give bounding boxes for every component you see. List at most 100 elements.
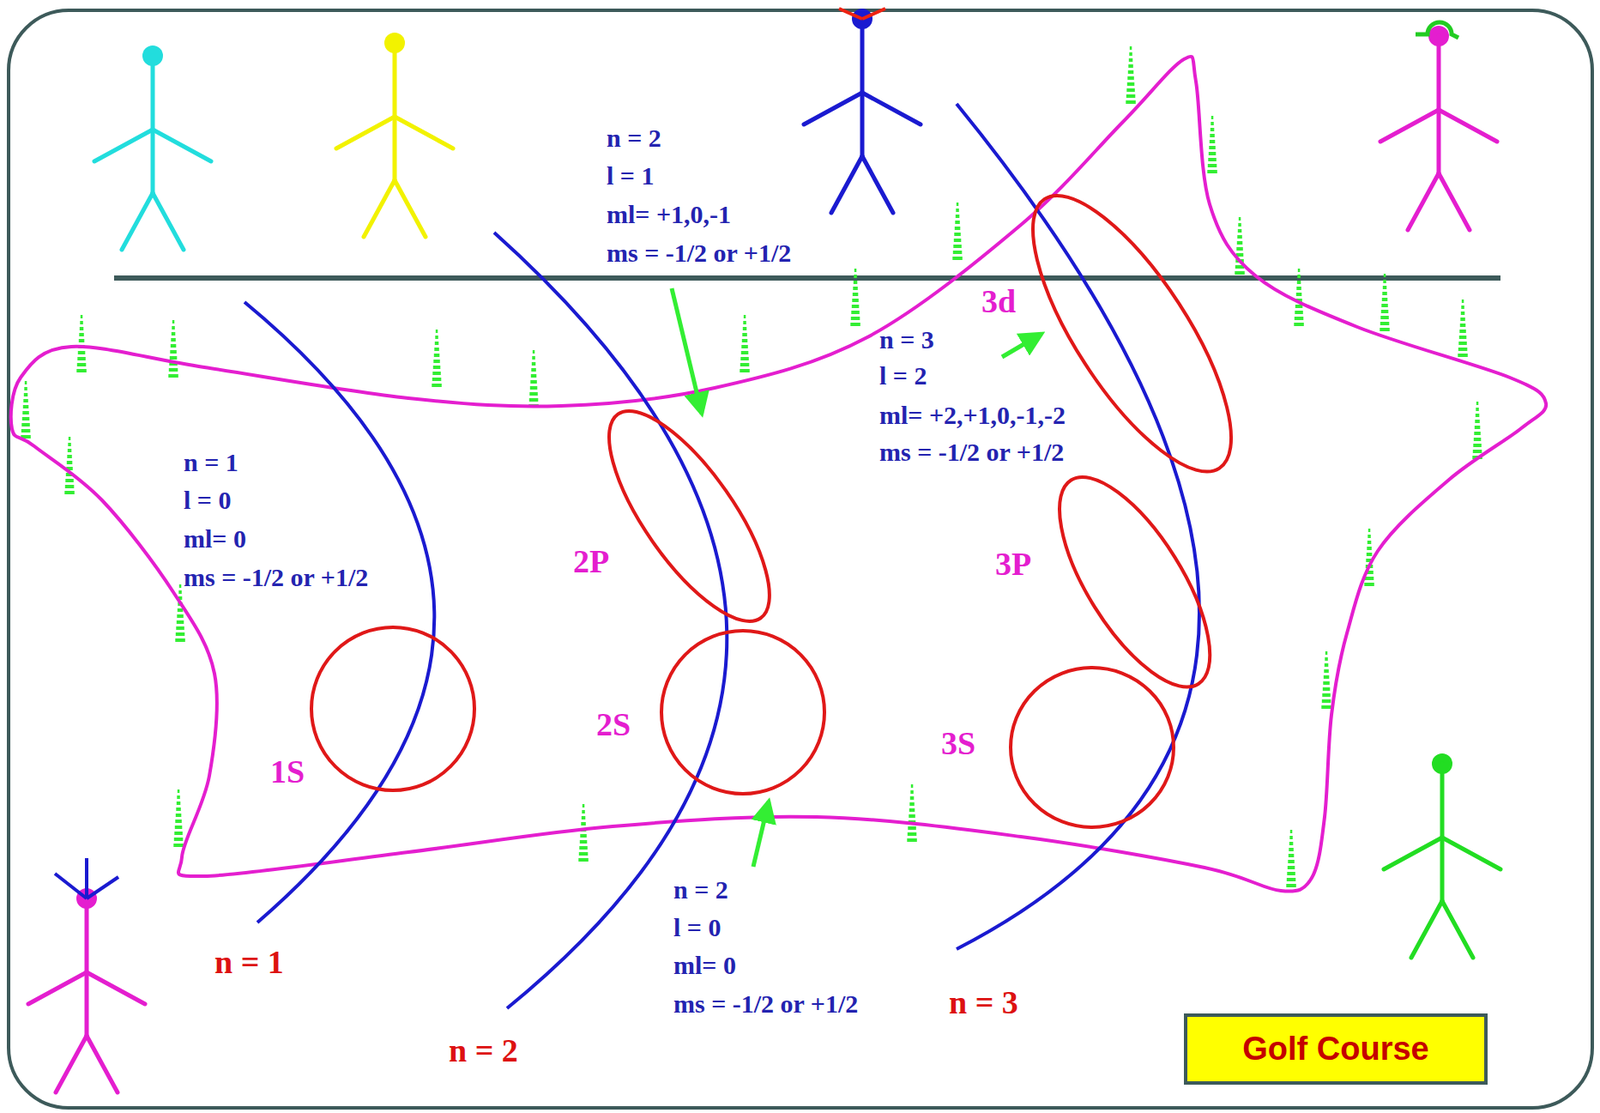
- figure-arm: [862, 92, 921, 125]
- grass-dash: [169, 350, 177, 354]
- grass-dash: [175, 626, 185, 630]
- grass-dash: [171, 326, 176, 330]
- grass-dash: [434, 353, 441, 357]
- grass-dash: [431, 383, 442, 387]
- figure-arm: [394, 116, 453, 149]
- grass-dash: [907, 832, 918, 836]
- orbital-ellipse: [311, 627, 475, 791]
- grass-dash: [1322, 699, 1332, 703]
- grass-dash: [1288, 847, 1294, 852]
- grass-dash: [24, 380, 28, 385]
- grass-dash: [1461, 311, 1466, 315]
- grass-group: [20, 46, 1483, 888]
- grass-dash: [531, 356, 536, 360]
- grass-dash: [1364, 582, 1375, 586]
- quantum-numbers: n = 2: [673, 874, 729, 906]
- grass-dash: [1475, 413, 1480, 417]
- grass-dash: [175, 807, 182, 811]
- shell-arc: [244, 301, 435, 923]
- grass-dash: [174, 837, 184, 841]
- grass-dash: [954, 226, 961, 230]
- grass-dash: [956, 202, 960, 206]
- grass-dash: [953, 232, 961, 236]
- grass-dash: [1289, 841, 1294, 846]
- orbital-label: 3S: [941, 724, 976, 764]
- quantum-numbers: l = 0: [673, 911, 721, 943]
- orbital-outline: [657, 626, 829, 798]
- grass-dash: [1473, 443, 1482, 447]
- grass-dash: [1209, 133, 1215, 138]
- grass-dash: [1460, 323, 1467, 327]
- grass-dash: [1381, 309, 1389, 314]
- grass-dash: [909, 802, 915, 806]
- grass-dash: [178, 590, 182, 594]
- grass-dash: [1458, 341, 1468, 345]
- grass-dash: [1473, 437, 1482, 441]
- grass-dash: [434, 347, 440, 351]
- grass-dash: [851, 316, 861, 320]
- grass-dash: [1286, 883, 1297, 888]
- quantum-numbers: ms = -1/2 or +1/2: [879, 436, 1064, 468]
- shell-arc: [956, 103, 1200, 949]
- quantum-numbers: ml= +2,+1,0,-1,-2: [879, 399, 1066, 431]
- grass-dash: [1366, 552, 1373, 556]
- grass-dash: [578, 857, 589, 862]
- grass-dash: [1323, 675, 1330, 679]
- orbital-shape: 1S: [307, 622, 479, 795]
- grass-dash: [1237, 229, 1243, 233]
- grass-dash: [1473, 449, 1483, 453]
- orbital-label: 2P: [573, 542, 610, 582]
- grass-dash: [953, 250, 963, 254]
- grass-dash: [1475, 407, 1480, 411]
- grass-dash: [177, 789, 181, 793]
- figure-leg: [1442, 900, 1474, 958]
- grass-dash: [78, 338, 85, 343]
- grass-dash: [80, 314, 84, 319]
- grass-dash: [1294, 310, 1304, 314]
- grass-dash: [1461, 305, 1465, 309]
- grass-dash: [1125, 100, 1136, 104]
- grass-dash: [175, 819, 182, 823]
- grass-dash: [1382, 279, 1387, 284]
- orbital-ellipse: [1055, 472, 1214, 692]
- antenna: [84, 857, 89, 899]
- grass-dash: [1380, 321, 1390, 326]
- grass-dash: [853, 274, 858, 278]
- grass-dash: [67, 442, 72, 447]
- figure-arm: [336, 116, 395, 149]
- grass-dash: [580, 821, 586, 826]
- grass-dash: [23, 398, 29, 403]
- figure-arm: [1438, 109, 1498, 142]
- grass-dash: [953, 244, 962, 248]
- grass-dash: [171, 332, 176, 336]
- figure-body: [1440, 763, 1445, 901]
- grass-dash: [1211, 115, 1214, 120]
- grass-dash: [531, 374, 538, 378]
- figure-leg: [862, 156, 894, 213]
- stick-figure: [94, 45, 212, 250]
- grass-dash: [66, 460, 73, 465]
- grass-dash: [1297, 280, 1302, 284]
- quantum-numbers: ms = -1/2 or +1/2: [673, 988, 858, 1020]
- orbital-shape: 2S: [657, 626, 829, 798]
- grass-dash: [743, 314, 747, 319]
- grass-dash: [909, 808, 916, 812]
- grass-dash: [1127, 76, 1135, 80]
- grass-dash: [1208, 151, 1217, 156]
- grass-dash: [1290, 829, 1293, 834]
- grass-dash: [177, 608, 184, 612]
- grass-dash: [1367, 540, 1372, 544]
- grass-dash: [1460, 317, 1466, 321]
- figure-arm: [94, 129, 153, 162]
- grass-dash: [742, 332, 748, 337]
- grass-dash: [22, 410, 30, 415]
- grass-dash: [433, 359, 441, 363]
- orbital-ellipse: [1028, 191, 1236, 477]
- grass-dash: [432, 371, 441, 375]
- grass-dash: [1296, 286, 1302, 290]
- figure-leg: [121, 193, 153, 250]
- grass-dash: [1207, 163, 1218, 168]
- grass-dash: [854, 268, 858, 272]
- figure-leg: [1411, 900, 1443, 958]
- orbital-label: 1S: [270, 752, 305, 792]
